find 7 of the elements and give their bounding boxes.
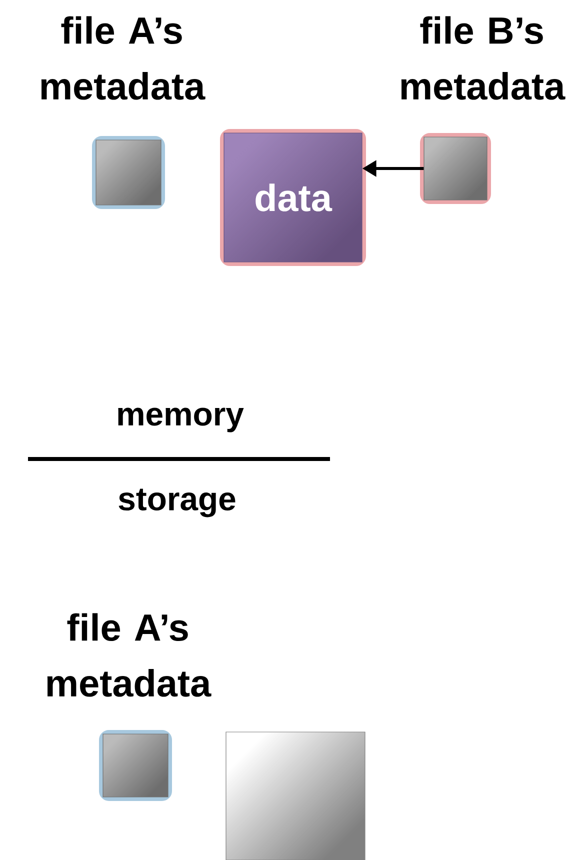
- label: memory: [118, 408, 244, 432]
- heading: file A’s metadata: [47, 613, 212, 697]
- heading: file B’s metadata: [401, 16, 566, 100]
- gradient-box: [226, 732, 366, 860]
- label: storage: [118, 488, 236, 518]
- heading: file A’s metadata: [41, 16, 206, 100]
- data-box: data: [220, 129, 366, 266]
